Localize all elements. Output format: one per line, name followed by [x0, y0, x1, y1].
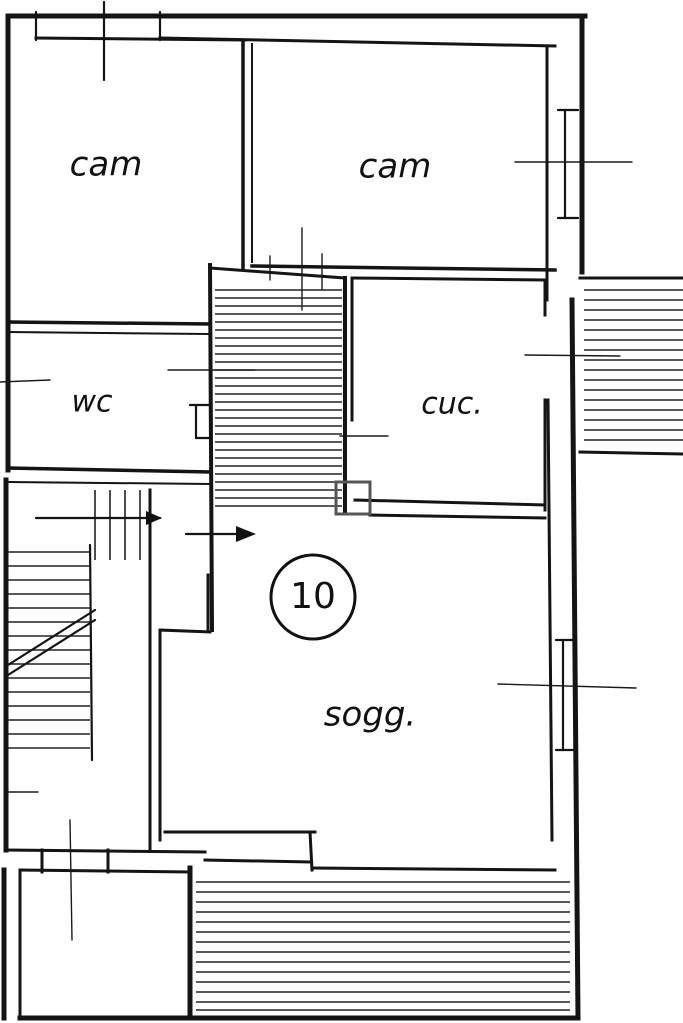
room-label-bedroom-2: cam — [359, 147, 432, 187]
left-stair-wall — [88, 543, 94, 762]
column-mark — [334, 480, 372, 516]
unit-number: 10 — [290, 576, 336, 617]
entry-arrow — [184, 526, 256, 542]
stair-cut-line — [6, 608, 97, 667]
window-marks — [0, 0, 637, 941]
outer-walls — [1, 13, 588, 1021]
room-label-bathroom: wc — [71, 385, 113, 420]
interior-walls — [4, 40, 683, 1021]
unit-number-circle — [269, 553, 357, 641]
right-balcony — [584, 289, 683, 441]
room-label-kitchen: cuc. — [421, 387, 483, 422]
stair-arrow — [34, 511, 162, 525]
room-label-bedroom-1: cam — [70, 145, 143, 185]
bottom-balcony — [196, 881, 570, 1011]
wc-door-mark — [188, 403, 212, 440]
central-stairs — [215, 289, 342, 507]
left-stairs — [8, 490, 141, 749]
room-label-living: sogg. — [324, 695, 417, 735]
stair-cut-line-2 — [6, 618, 97, 677]
